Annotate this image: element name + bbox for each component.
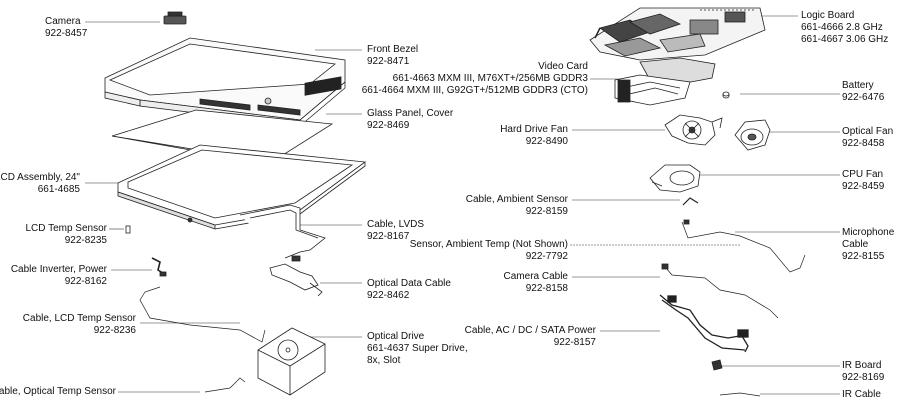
optical-drive-line2: 661-4637 Super Drive, [367, 343, 468, 354]
microphone-name: Microphone [842, 227, 895, 238]
camera-part [163, 11, 187, 25]
front-bezel-part [104, 37, 346, 127]
optical-fan-part [734, 119, 771, 151]
microphone-line2: Cable [842, 239, 869, 250]
camera-part-number: 922-8457 [45, 28, 88, 39]
label-sensor-ambient: Sensor, Ambient Temp (Not Shown) 922-779… [410, 239, 568, 263]
ir-cable-name: IR Cable [842, 389, 881, 400]
logic-board-name: Logic Board [801, 10, 855, 21]
cable-inverter-part-number: 922-8162 [64, 276, 107, 287]
hard-drive-fan-part [664, 114, 723, 146]
cpu-fan-part-number: 922-8459 [842, 181, 885, 192]
ir-board-part [711, 359, 723, 371]
cable-lcd-temp-part-number: 922-8236 [93, 325, 136, 336]
ir-board-name: IR Board [842, 360, 882, 371]
sensor-ambient-part-number: 922-7792 [525, 251, 568, 262]
cable-inverter-name: Cable Inverter, Power [10, 264, 107, 275]
label-cable-optical-temp: Cable, Optical Temp Sensor [0, 386, 116, 398]
label-battery: Battery 922-6476 [842, 80, 884, 104]
label-optical-fan: Optical Fan 922-8458 [842, 126, 893, 150]
label-lcd-assembly: LCD Assembly, 24" 661-4685 [0, 172, 80, 196]
battery-part [722, 91, 730, 99]
cable-lvds-part [239, 204, 326, 262]
label-front-bezel: Front Bezel 922-8471 [367, 44, 418, 68]
sensor-ambient-name: Sensor, Ambient Temp (Not Shown) [409, 239, 568, 250]
label-optical-drive: Optical Drive 661-4637 Super Drive, 8x, … [367, 331, 468, 367]
label-cpu-fan: CPU Fan 922-8459 [842, 169, 884, 193]
optical-data-cable-name: Optical Data Cable [367, 278, 451, 289]
label-cable-lcd-temp: Cable, LCD Temp Sensor 922-8236 [23, 313, 136, 337]
cable-lcd-temp-name: Cable, LCD Temp Sensor [22, 313, 136, 324]
front-bezel-part-number: 922-8471 [367, 56, 410, 67]
cable-ambient-part-number: 922-8159 [525, 206, 568, 217]
label-cable-inverter: Cable Inverter, Power 922-8162 [11, 264, 107, 288]
optical-drive-name: Optical Drive [367, 331, 425, 342]
video-card-part [614, 57, 716, 106]
leader-lines [85, 15, 840, 395]
battery-name: Battery [842, 80, 874, 91]
label-lcd-temp-sensor: LCD Temp Sensor 922-8235 [25, 223, 107, 247]
cable-inverter-part [151, 257, 167, 277]
lcd-assembly-name: LCD Assembly, 24" [0, 172, 80, 183]
label-cable-ambient: Cable, Ambient Sensor 922-8159 [466, 194, 568, 218]
cable-optical-temp-part [204, 377, 246, 393]
video-card-name: Video Card [538, 61, 588, 72]
label-microphone: Microphone Cable 922-8155 [842, 227, 894, 263]
camera-name: Camera [45, 16, 81, 27]
label-camera: Camera 922-8457 [45, 16, 87, 40]
glass-panel-name: Glass Panel, Cover [367, 108, 454, 119]
optical-data-cable-part [269, 263, 323, 297]
optical-drive-line3: 8x, Slot [367, 355, 401, 366]
label-hard-drive-fan: Hard Drive Fan 922-8490 [500, 124, 568, 148]
cable-lvds-part-number: 922-8167 [367, 231, 410, 242]
lcd-assembly-part [117, 144, 367, 230]
label-camera-cable: Camera Cable 922-8158 [504, 271, 568, 295]
optical-fan-part-number: 922-8458 [842, 138, 885, 149]
cpu-fan-name: CPU Fan [842, 169, 884, 180]
cable-ac-dc-part-number: 922-8157 [553, 337, 596, 348]
label-ir-board: IR Board 922-8169 [842, 360, 884, 384]
logic-board-line3: 661-4667 3.06 GHz [801, 34, 889, 45]
hard-drive-fan-name: Hard Drive Fan [500, 124, 568, 135]
glass-panel-part-number: 922-8469 [367, 120, 410, 131]
lcd-temp-sensor-part [125, 225, 131, 234]
cable-lcd-temp-part [139, 286, 266, 343]
video-card-line2: 661-4663 MXM III, M76XT+/256MB GDDR3 [392, 73, 588, 84]
battery-part-number: 922-6476 [842, 92, 885, 103]
label-video-card: Video Card 661-4663 MXM III, M76XT+/256M… [362, 61, 588, 97]
label-logic-board: Logic Board 661-4666 2.8 GHz 661-4667 3.… [801, 10, 888, 46]
cable-ambient-part [682, 197, 699, 206]
label-ir-cable: IR Cable [842, 389, 881, 401]
cpu-fan-part [649, 164, 701, 193]
cable-ac-dc-part [659, 294, 749, 353]
camera-cable-part-number: 922-8158 [525, 283, 568, 294]
cable-ambient-name: Cable, Ambient Sensor [465, 194, 568, 205]
ir-board-part-number: 922-8169 [842, 372, 885, 383]
video-card-line3: 661-4664 MXM III, G92GT+/512MB GDDR3 (CT… [361, 85, 588, 96]
label-cable-ac-dc: Cable, AC / DC / SATA Power 922-8157 [465, 325, 596, 349]
hard-drive-fan-part-number: 922-8490 [525, 136, 568, 147]
microphone-part-number: 922-8155 [842, 251, 885, 262]
camera-cable-name: Camera Cable [503, 271, 568, 282]
ir-cable-part [719, 392, 761, 397]
lcd-assembly-part-number: 661-4685 [37, 184, 80, 195]
lcd-temp-sensor-name: LCD Temp Sensor [25, 223, 107, 234]
logic-board-line2: 661-4666 2.8 GHz [801, 22, 883, 33]
logic-board-part [589, 7, 766, 61]
microphone-cable-part [681, 219, 806, 273]
cable-optical-temp-name: Cable, Optical Temp Sensor [0, 386, 116, 397]
optical-drive-part [257, 327, 326, 396]
cable-ac-dc-name: Cable, AC / DC / SATA Power [464, 325, 596, 336]
optical-fan-name: Optical Fan [842, 126, 894, 137]
front-bezel-name: Front Bezel [367, 44, 419, 55]
lcd-temp-sensor-part-number: 922-8235 [64, 235, 107, 246]
camera-cable-part [661, 263, 779, 319]
label-glass-panel: Glass Panel, Cover 922-8469 [367, 108, 453, 132]
label-cable-lvds: Cable, LVDS 922-8167 [367, 219, 424, 243]
cable-lvds-name: Cable, LVDS [367, 219, 425, 230]
optical-data-cable-part-number: 922-8462 [367, 290, 410, 301]
label-optical-data-cable: Optical Data Cable 922-8462 [367, 278, 451, 302]
